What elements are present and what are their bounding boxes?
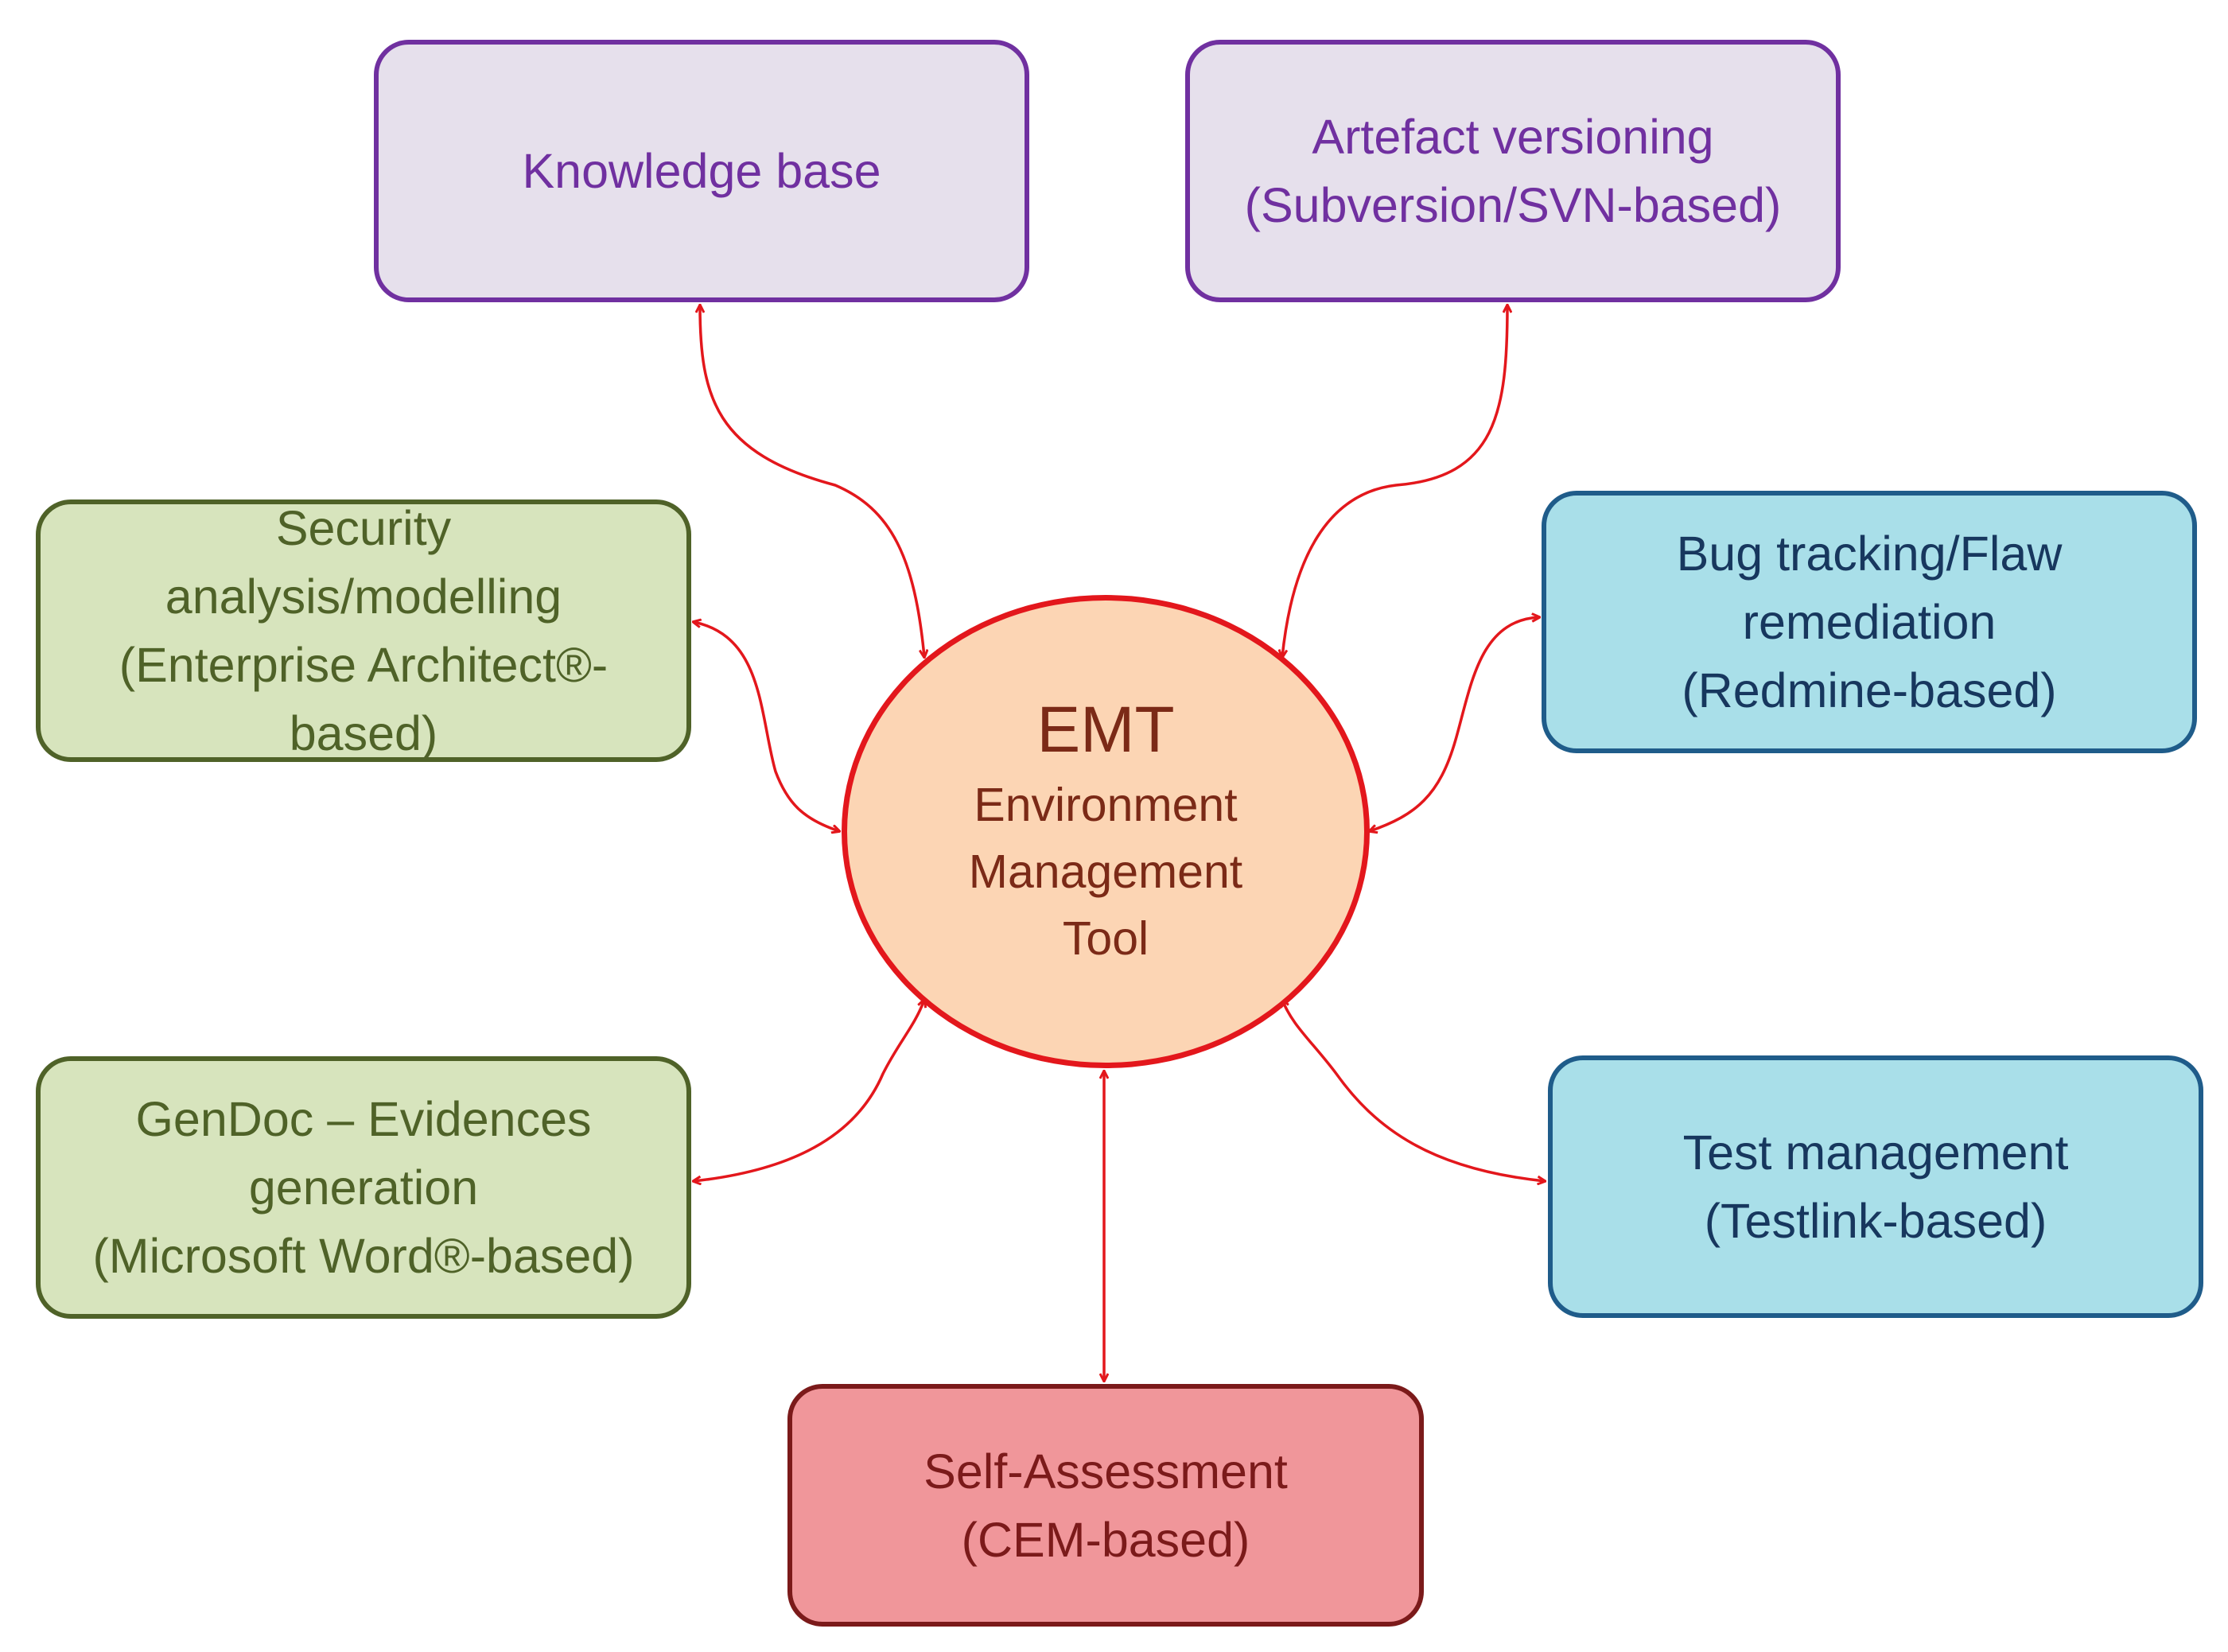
hub-title: EMT <box>1036 693 1175 766</box>
node-label-line: analysis/modelling <box>165 569 562 624</box>
node-label-line: Knowledge base <box>522 144 881 198</box>
node-label-line: (Enterprise Architect®- <box>119 638 609 692</box>
node-label-line: remediation <box>1742 595 1997 649</box>
node-self-assessment: Self-Assessment (CEM-based) <box>787 1384 1424 1627</box>
node-label-line: (Subversion/SVN-based) <box>1244 178 1782 232</box>
node-label-line: (CEM-based) <box>961 1512 1250 1567</box>
node-test-management: Test management (Testlink-based) <box>1548 1055 2203 1318</box>
node-label-line: Self-Assessment <box>923 1444 1288 1498</box>
hub-subtitle-line: Environment <box>974 778 1238 831</box>
connector-test-management <box>1282 1000 1545 1181</box>
connector-artefact-versioning <box>1282 305 1507 657</box>
hub-subtitle-line: Tool <box>1062 912 1149 965</box>
hub-subtitle-line: Management <box>968 845 1243 898</box>
hub-emt: EMT Environment Management Tool <box>842 595 1370 1068</box>
node-label-line: (Testlink-based) <box>1704 1194 2047 1248</box>
node-label-line: Test management <box>1682 1125 2069 1180</box>
node-label-line: generation <box>248 1160 479 1215</box>
node-label-line: Bug tracking/Flaw <box>1676 527 2063 581</box>
node-label-line: based) <box>289 706 438 760</box>
node-artefact-versioning: Artefact versioning (Subversion/SVN-base… <box>1185 40 1841 302</box>
node-knowledge-base: Knowledge base <box>374 40 1029 302</box>
node-label-line: Security <box>275 501 452 555</box>
connector-bug-tracking <box>1370 617 1539 831</box>
node-bug-tracking: Bug tracking/Flaw remediation (Redmine-b… <box>1542 491 2197 753</box>
connector-security-analysis <box>694 622 839 831</box>
node-label-line: (Redmine-based) <box>1682 663 2057 717</box>
node-security-analysis: Security analysis/modelling (Enterprise … <box>36 499 691 762</box>
node-label-line: (Microsoft Word®-based) <box>92 1229 635 1283</box>
node-gendoc: GenDoc – Evidences generation (Microsoft… <box>36 1056 691 1319</box>
connector-knowledge-base <box>700 305 924 657</box>
node-label-line: Artefact versioning <box>1312 110 1714 164</box>
node-label-line: GenDoc – Evidences <box>135 1092 592 1146</box>
connector-gendoc <box>694 1000 924 1181</box>
